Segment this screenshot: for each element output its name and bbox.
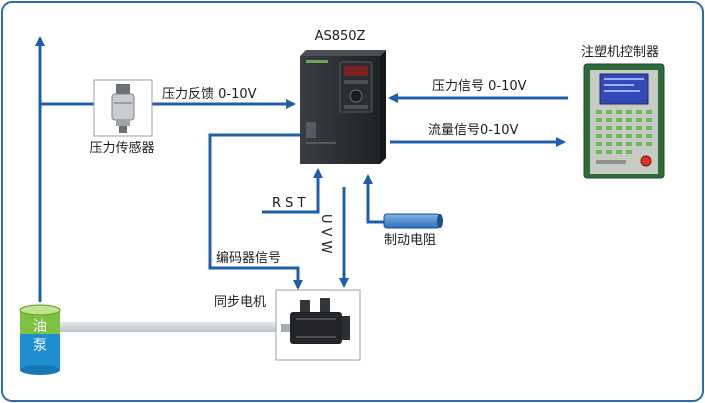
rst-power-arrow <box>262 168 323 214</box>
sync-motor-label: 同步电机 <box>214 295 266 310</box>
pump-motor-shaft <box>58 322 280 332</box>
pressure-signal-label: 压力信号 0-10V <box>432 79 527 94</box>
encoder-signal-path <box>208 133 303 290</box>
controller-label: 注塑机控制器 <box>581 45 659 60</box>
encoder-signal-label: 编码器信号 <box>216 251 281 266</box>
pump-label-oil: 油 <box>33 319 47 335</box>
pressure-sensor-label: 压力传感器 <box>89 140 154 156</box>
oil-pump-icon <box>19 304 61 375</box>
pump-label-pump: 泵 <box>33 338 47 354</box>
inverter-model-label: AS850Z <box>315 29 366 44</box>
injection-molding-controller-icon <box>583 63 665 179</box>
uvw-label: U V W <box>318 214 333 254</box>
pressure-feedback-label: 压力反馈 0-10V <box>162 87 257 102</box>
inverter-drive-icon <box>300 50 386 164</box>
brake-resistor-label: 制动电阻 <box>384 233 436 248</box>
brake-resistor-line <box>363 174 385 224</box>
brake-resistor-icon <box>383 213 443 229</box>
pressure-sensor-icon <box>93 79 153 137</box>
rst-label: R S T <box>272 196 306 211</box>
servo-motor-icon <box>275 289 361 361</box>
flow-signal-label: 流量信号0-10V <box>428 123 519 138</box>
